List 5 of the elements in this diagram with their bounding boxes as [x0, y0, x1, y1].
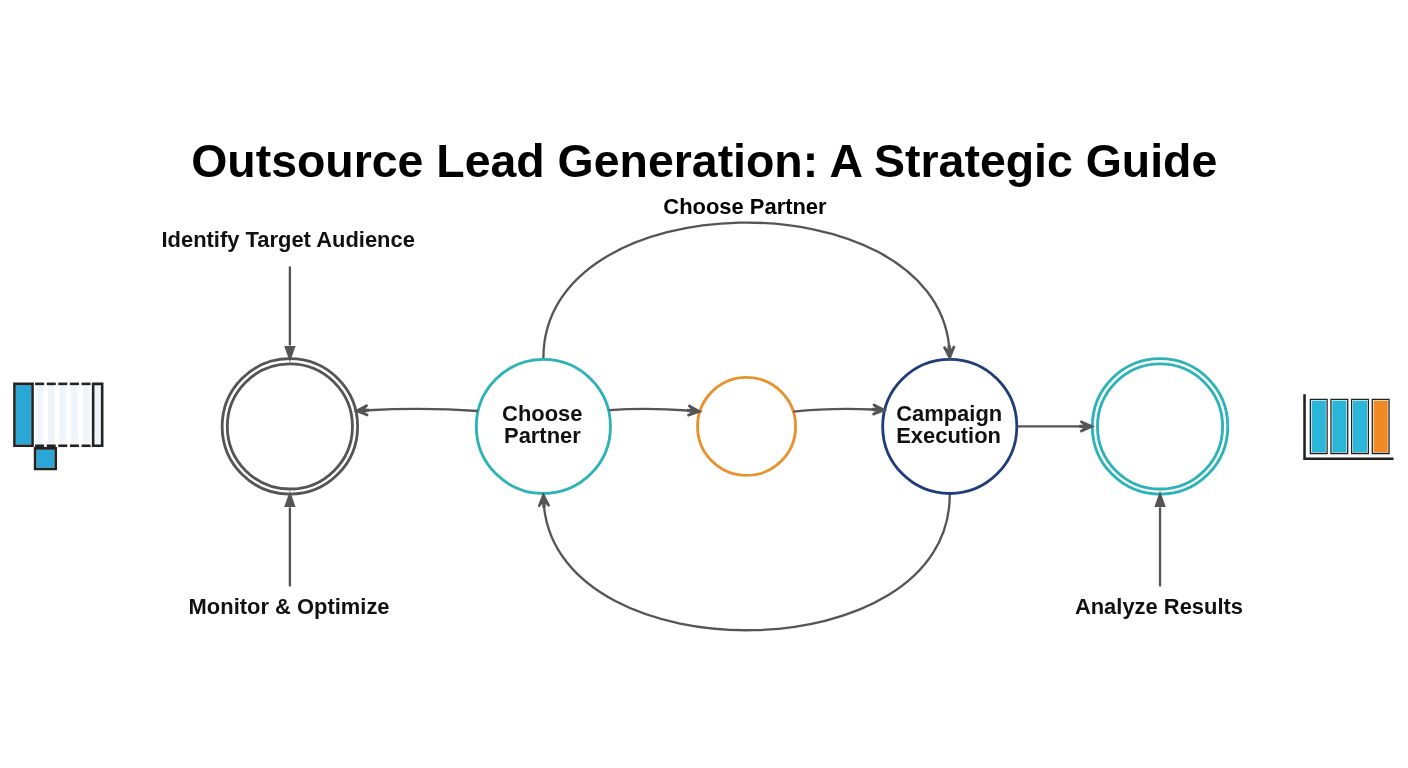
node-text: Analyze Results	[1074, 593, 1244, 619]
edge-label: Choose Partner	[663, 193, 827, 219]
node-text: Identify Target Audience	[161, 226, 415, 252]
diagram-title: Outsource Lead Generation: A Strategic Guide	[191, 134, 1218, 187]
node-text: Monitor & Optimize	[188, 593, 390, 619]
